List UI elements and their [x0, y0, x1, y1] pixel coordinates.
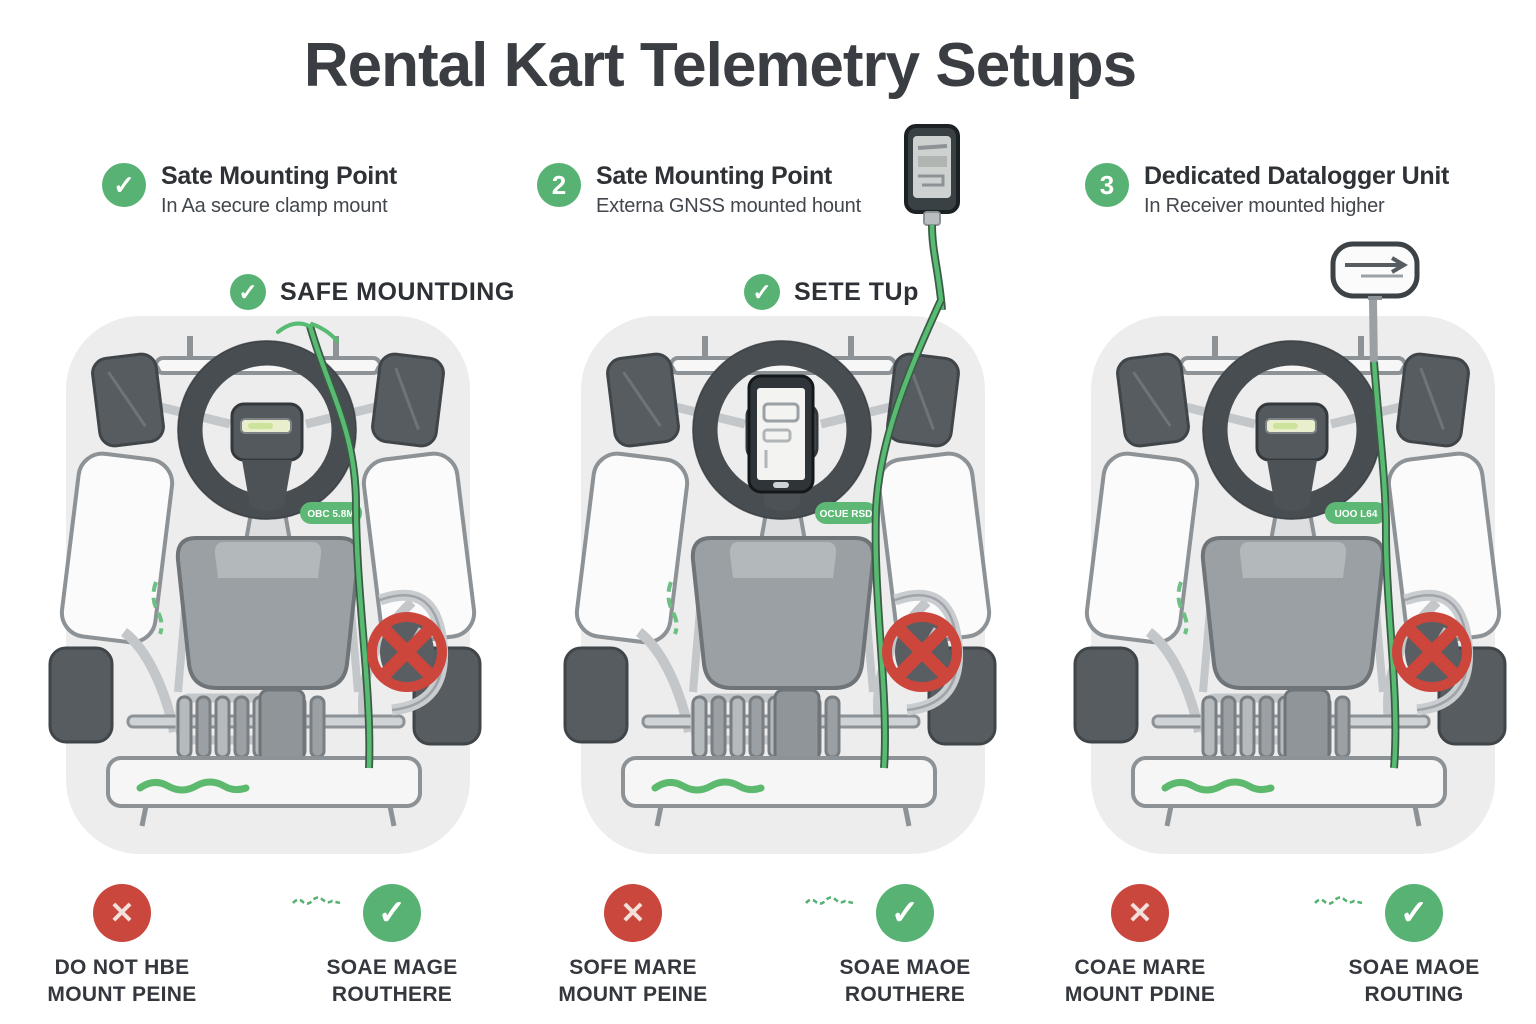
check-icon: ✓ — [1385, 884, 1443, 942]
green-scribble-icon — [805, 896, 854, 905]
green-routing-mark — [1176, 581, 1189, 635]
kart-illustration-2: OCUE RSD — [543, 300, 1023, 870]
wheel-display — [240, 418, 292, 434]
legend-do-3: ✓ SOAE MAOE ROUTING — [1299, 884, 1529, 1009]
step-2-subheading: Externa GNSS mounted hount — [596, 194, 861, 217]
kart-illustration-3: UOO L64 — [1053, 300, 1533, 870]
step-2-number-badge: 2 — [537, 163, 581, 207]
front-left-wheel — [1116, 352, 1190, 448]
kart-1-caption: ✓ SAFE MOUNTDING — [230, 274, 515, 310]
legend-dont-3-line1: COAE MARE — [1074, 956, 1206, 979]
green-scribble — [651, 778, 765, 794]
engine — [691, 688, 841, 764]
green-scribble-icon — [1314, 896, 1363, 905]
legend-do-2-line2: ROUTHERE — [844, 983, 966, 1007]
check-badge-icon: ✓ — [102, 163, 146, 207]
front-right-wheel — [371, 352, 445, 448]
phone-on-wheel — [747, 374, 815, 494]
rear-bumper — [621, 756, 937, 808]
rear-left-wheel — [48, 646, 114, 744]
left-side-pod — [59, 451, 175, 645]
step-3-subheading: In Receiver mounted higher — [1144, 194, 1385, 217]
legend-dont-1-line1: DO NOT HBE — [54, 956, 190, 979]
seat — [175, 536, 361, 690]
cross-icon: ✕ — [1111, 884, 1169, 942]
seat — [1200, 536, 1386, 690]
step-1-heading: Sate Mounting Point — [161, 162, 397, 190]
legend-do-1-line1: SOAE MAGE — [326, 956, 458, 979]
step-3-heading: Dedicated Datalogger Unit — [1144, 162, 1450, 190]
kart-1-caption-label: SAFE MOUNTDING — [280, 277, 515, 306]
wheel-display — [1265, 418, 1317, 434]
kart-2-caption: ✓ SETE TUp — [744, 274, 919, 310]
no-mount-marker — [367, 589, 449, 716]
receiver-antenna-device — [1315, 238, 1445, 300]
green-routing-mark — [666, 581, 679, 635]
check-icon: ✓ — [744, 274, 780, 310]
legend-dont-2-line2: MOUNT PEINE — [558, 983, 708, 1007]
step-2-heading: Sate Mounting Point — [596, 162, 832, 190]
step-1-subheading: In Aa secure clamp mount — [161, 194, 388, 217]
cross-icon: ✕ — [604, 884, 662, 942]
no-mount-marker — [1392, 589, 1474, 716]
legend-do-1-line2: ROUTHERE — [331, 983, 453, 1007]
cable-tag: UOO L64 — [1325, 502, 1387, 524]
legend-dont-2: ✕ SOFE MARE MOUNT PEINE — [518, 884, 748, 1009]
antenna-body — [1330, 241, 1420, 299]
check-icon: ✓ — [876, 884, 934, 942]
green-scribble — [136, 778, 250, 794]
step-1-header: ✓ Sate Mounting Point In Aa secure clamp… — [102, 162, 397, 218]
arrow-icon — [1390, 256, 1408, 274]
rear-left-wheel — [563, 646, 629, 744]
legend-dont-2-line1: SOFE MARE — [569, 956, 697, 979]
step-3-number-badge: 3 — [1085, 163, 1129, 207]
check-icon: ✓ — [363, 884, 421, 942]
kart-illustration-1: OBC 5.8M — [28, 300, 508, 870]
page-title: Rental Kart Telemetry Setups — [303, 31, 1137, 100]
legend-do-3-line1: SOAE MAOE — [1348, 956, 1480, 979]
external-gnss-device — [872, 120, 1012, 310]
cable-tag: OCUE RSD — [815, 502, 877, 524]
green-scribble — [1161, 778, 1275, 794]
seat — [690, 536, 876, 690]
cross-icon: ✕ — [93, 884, 151, 942]
kart-2-caption-label: SETE TUp — [794, 277, 919, 306]
step-3-header: 3 Dedicated Datalogger Unit In Receiver … — [1085, 162, 1450, 218]
legend-do-2: ✓ SOAE MAOE ROUTHERE — [790, 884, 1020, 1009]
cable-tag: OBC 5.8M — [300, 502, 362, 524]
legend-do-1: ✓ SOAE MAGE ROUTHERE — [277, 884, 507, 1009]
legend-do-2-line1: SOAE MAOE — [839, 956, 971, 979]
svg-text:OBC 5.8M: OBC 5.8M — [307, 509, 354, 520]
front-left-wheel — [91, 352, 165, 448]
svg-text:UOO L64: UOO L64 — [1335, 509, 1378, 520]
svg-text:OCUE RSD: OCUE RSD — [820, 509, 873, 520]
legend-dont-3: ✕ COAE MARE MOUNT PDINE — [1025, 884, 1255, 1009]
engine — [176, 688, 326, 764]
green-scribble-icon — [292, 896, 341, 905]
legend-dont-1-line2: MOUNT PEINE — [47, 983, 197, 1007]
left-side-pod — [1084, 451, 1200, 645]
rear-bumper — [1131, 756, 1447, 808]
rear-bumper — [106, 756, 422, 808]
front-left-wheel — [606, 352, 680, 448]
left-side-pod — [574, 451, 690, 645]
check-icon: ✓ — [230, 274, 266, 310]
step-2-header: 2 Sate Mounting Point Externa GNSS mount… — [537, 162, 861, 218]
legend-dont-1: ✕ DO NOT HBE MOUNT PEINE — [7, 884, 237, 1009]
green-routing-mark — [151, 581, 164, 635]
rear-left-wheel — [1073, 646, 1139, 744]
no-mount-marker — [882, 589, 964, 716]
legend-dont-3-line2: MOUNT PDINE — [1064, 983, 1216, 1007]
legend-do-3-line2: ROUTING — [1364, 983, 1464, 1007]
front-right-wheel — [1396, 352, 1470, 448]
steering-wheel — [692, 340, 872, 520]
